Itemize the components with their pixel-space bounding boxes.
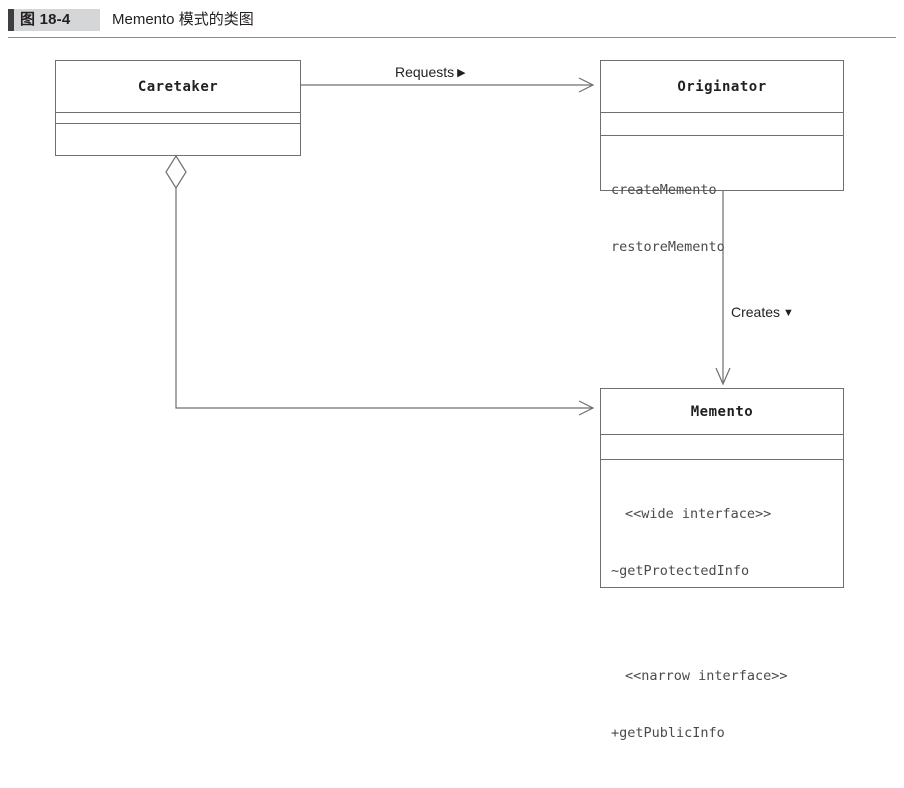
- member-spacer: [611, 619, 843, 629]
- caption-tab-background: [8, 9, 100, 31]
- class-operations-caretaker: [56, 123, 300, 154]
- edge-label-requests-marker: ▶: [457, 67, 466, 79]
- operation-get-public-info: +getPublicInfo: [611, 725, 725, 741]
- stereotype-narrow-interface: <<narrow interface>>: [625, 668, 788, 684]
- class-name-memento: Memento: [690, 403, 754, 420]
- class-box-memento[interactable]: Memento <<wide interface>> ~getProtected…: [600, 388, 844, 741]
- operation-get-protected-info: ~getProtectedInfo: [611, 563, 750, 579]
- edge-label-creates: Creates▼: [731, 304, 794, 321]
- class-operations-memento: <<wide interface>> ~getProtectedInfo <<n…: [601, 459, 843, 788]
- edge-caretaker-aggregates-memento: [165, 154, 595, 416]
- figure-caption: 图 18-4 Memento 模式的类图: [0, 0, 904, 38]
- edge-originator-creates-memento: [715, 191, 731, 386]
- operation-restore-memento: restoreMemento: [611, 239, 725, 255]
- figure-title: Memento 模式的类图: [112, 11, 254, 28]
- uml-class-diagram: Requests▶ Creates▼ Caretaker Originator …: [0, 38, 904, 741]
- class-name-caretaker: Caretaker: [137, 78, 219, 95]
- class-name-originator: Originator: [677, 78, 767, 95]
- edge-label-requests: Requests▶: [395, 64, 466, 81]
- class-attributes-caretaker: [56, 112, 300, 123]
- class-attributes-originator: [601, 112, 843, 135]
- class-operations-originator: createMemento restoreMemento: [601, 135, 843, 302]
- edge-label-creates-marker: ▼: [783, 307, 794, 319]
- edge-label-requests-text: Requests: [395, 64, 455, 80]
- stereotype-wide-interface: <<wide interface>>: [625, 506, 772, 522]
- class-attributes-memento: [601, 434, 843, 459]
- caption-divider: [8, 37, 896, 38]
- operation-create-memento: createMemento: [611, 182, 717, 198]
- caption-accent-bar: [8, 9, 14, 31]
- class-box-caretaker[interactable]: Caretaker: [55, 60, 301, 156]
- diagram-edges: [165, 77, 731, 416]
- figure-number: 图 18-4: [20, 11, 71, 28]
- edge-label-creates-text: Creates: [731, 304, 781, 320]
- edge-caretaker-requests-originator: [301, 77, 595, 93]
- class-box-originator[interactable]: Originator createMemento restoreMemento: [600, 60, 844, 255]
